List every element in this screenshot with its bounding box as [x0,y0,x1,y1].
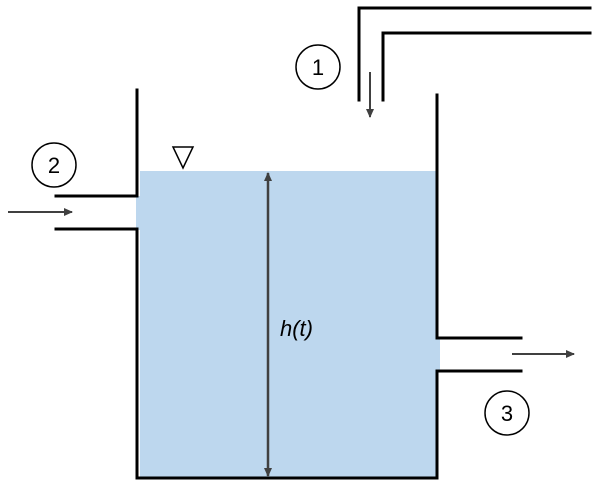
left-wall-upper [54,88,139,198]
top-inlet-pipe [357,6,592,102]
top-pipe-inner-wall [381,31,592,102]
stream-label-2: 2 [31,142,77,188]
left-wall-lower [54,227,523,480]
stream-label-1-text: 1 [312,55,324,80]
top-pipe-outer-wall [357,6,592,102]
stream-label-3-text: 3 [501,401,513,426]
height-label: h(t) [280,316,313,341]
tank-walls [54,88,523,480]
inverted-triangle-icon [171,146,195,170]
left-pipe-opening-water [136,196,142,230]
stream-label-2-text: 2 [48,153,60,178]
stream-label-3: 3 [484,390,530,436]
water-body [140,171,436,478]
right-wall-upper [435,93,523,340]
right-pipe-opening-water [434,338,440,371]
stream-label-1: 1 [295,44,341,90]
